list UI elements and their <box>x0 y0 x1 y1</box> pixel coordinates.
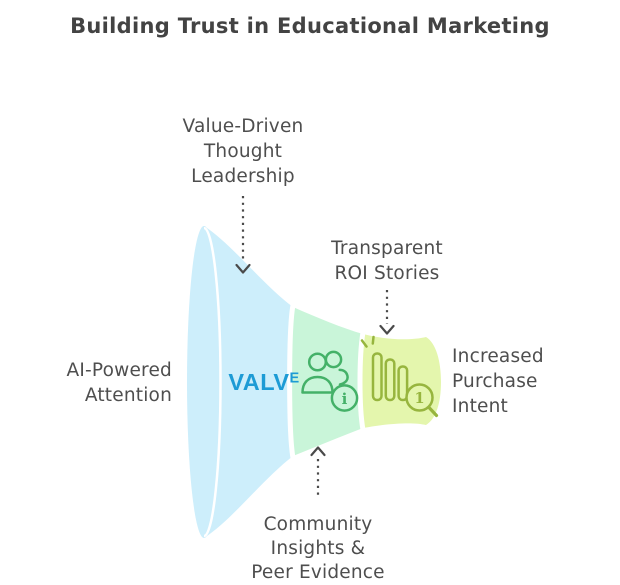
page-title: Building Trust in Educational Marketing <box>70 14 550 38</box>
label-line: ROI Stories <box>334 263 440 284</box>
magnifier-handle-icon <box>427 405 439 418</box>
label-line: AI-Powered <box>66 360 172 381</box>
bar-chart-magnifier-icon: 1 <box>360 335 439 418</box>
label-community-insights-peer-evidence: Community Insights & Peer Evidence <box>251 513 385 585</box>
arrow-roi-chevron-icon <box>379 324 395 335</box>
arrow-top-chevron-icon <box>235 263 251 274</box>
label-line: Intent <box>452 396 508 417</box>
front-user-head-icon <box>307 352 328 372</box>
label-ai-powered-attention: AI-Powered Attention <box>67 358 172 408</box>
info-badge-icon <box>330 384 359 412</box>
brand-logo-text: VALVE <box>228 369 299 395</box>
bar-1-icon <box>371 352 383 402</box>
label-line: Community <box>263 514 373 535</box>
label-increased-purchase-intent: Increased Purchase Intent <box>452 344 544 419</box>
funnel-segment-community <box>289 307 363 456</box>
separator-blue-green <box>287 302 296 461</box>
magnifier-digit: 1 <box>414 390 424 407</box>
users-info-icon: i <box>301 350 359 412</box>
bar-3-icon <box>397 365 409 402</box>
label-line: Insights & <box>270 538 366 559</box>
label-value-driven-thought-leadership: Value-Driven Thought Leadership <box>183 114 304 189</box>
bar-2-icon <box>384 358 396 402</box>
label-line: Purchase <box>452 371 538 392</box>
label-transparent-roi-stories: Transparent ROI Stories <box>331 236 443 286</box>
arrow-top-down <box>235 196 251 274</box>
info-badge-letter: i <box>342 390 348 408</box>
label-line: Increased <box>452 346 544 367</box>
label-line: Thought <box>203 141 283 162</box>
funnel-mouth-ellipse <box>187 226 221 538</box>
label-line: Transparent <box>331 238 443 259</box>
magnifier-lens-icon <box>405 383 434 412</box>
funnel-segment-attention <box>204 226 293 538</box>
back-user-body-icon <box>338 368 349 386</box>
front-user-body-icon <box>301 375 334 394</box>
label-line: Peer Evidence <box>251 562 385 583</box>
arrow-bottom-chevron-icon <box>310 446 326 457</box>
label-line: Attention <box>84 385 172 406</box>
arrow-bottom-up <box>310 446 326 498</box>
sparkle-icon <box>360 335 375 348</box>
funnel-rim-line <box>203 226 222 538</box>
arrow-roi-down <box>379 290 395 335</box>
label-line: Value-Driven <box>182 116 304 137</box>
label-line: Leadership <box>191 166 295 187</box>
